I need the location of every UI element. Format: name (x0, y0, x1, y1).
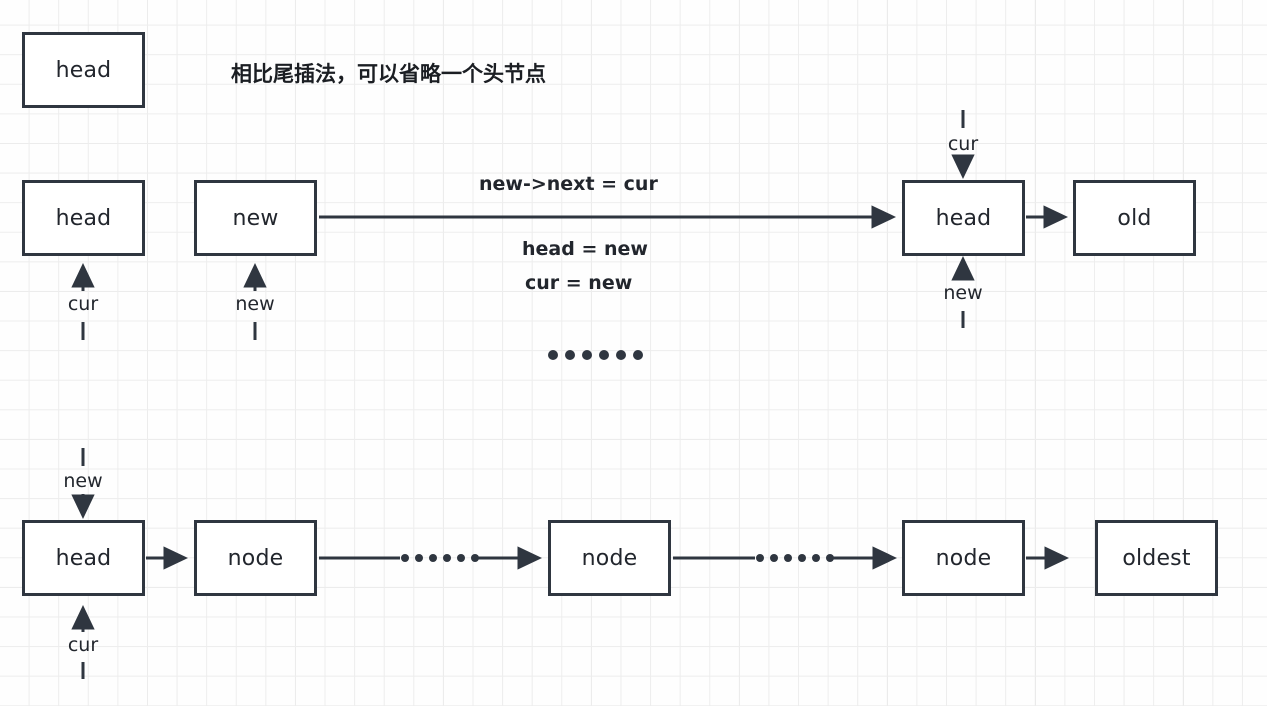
box-label: oldest (1122, 545, 1191, 571)
box-row3-node-2[interactable]: node (548, 520, 671, 596)
box-label: head (55, 545, 112, 571)
dot (429, 554, 437, 562)
box-row2-old[interactable]: old (1073, 180, 1196, 256)
dot (756, 554, 764, 562)
box-row1-head[interactable]: head (22, 32, 145, 108)
dot (457, 554, 465, 562)
dot (548, 350, 558, 360)
dot (616, 350, 626, 360)
dot (770, 554, 778, 562)
box-row3-oldest[interactable]: oldest (1095, 520, 1218, 596)
dot (784, 554, 792, 562)
annotation-cur-equals-new: cur = new (525, 272, 633, 294)
box-row3-node-1[interactable]: node (194, 520, 317, 596)
annotation-new-next-cur: new->next = cur (479, 173, 658, 195)
pointer-label-cur-head-right: cur (947, 133, 979, 155)
dot (633, 350, 643, 360)
box-row3-head[interactable]: head (22, 520, 145, 596)
box-label: old (1117, 205, 1152, 231)
dot (401, 554, 409, 562)
box-row2-head-right[interactable]: head (902, 180, 1025, 256)
box-row2-head-left[interactable]: head (22, 180, 145, 256)
dot (826, 554, 834, 562)
box-label: node (935, 545, 992, 571)
pointer-label-new-newbox: new (235, 293, 275, 315)
dot (812, 554, 820, 562)
box-label: node (227, 545, 284, 571)
link-ellipsis-1 (401, 554, 479, 562)
box-label: new (232, 205, 279, 231)
box-label: head (55, 205, 112, 231)
dot (471, 554, 479, 562)
box-label: node (581, 545, 638, 571)
box-row3-node-3[interactable]: node (902, 520, 1025, 596)
dot (582, 350, 592, 360)
box-label: head (935, 205, 992, 231)
pointer-label-new-head-bottom: new (63, 470, 103, 492)
annotation-head-equals-new: head = new (522, 238, 648, 260)
dot (415, 554, 423, 562)
pointer-label-new-head-right: new (943, 282, 983, 304)
box-label: head (55, 57, 112, 83)
pointer-label-cur-head-left: cur (67, 293, 99, 315)
box-row2-new[interactable]: new (194, 180, 317, 256)
link-ellipsis-2 (756, 554, 834, 562)
dot (599, 350, 609, 360)
pointer-label-cur-head-bottom: cur (67, 634, 99, 656)
dot (798, 554, 806, 562)
dot (443, 554, 451, 562)
ellipsis-dots (548, 350, 643, 360)
page-title: 相比尾插法，可以省略一个头节点 (231, 62, 546, 86)
dot (565, 350, 575, 360)
